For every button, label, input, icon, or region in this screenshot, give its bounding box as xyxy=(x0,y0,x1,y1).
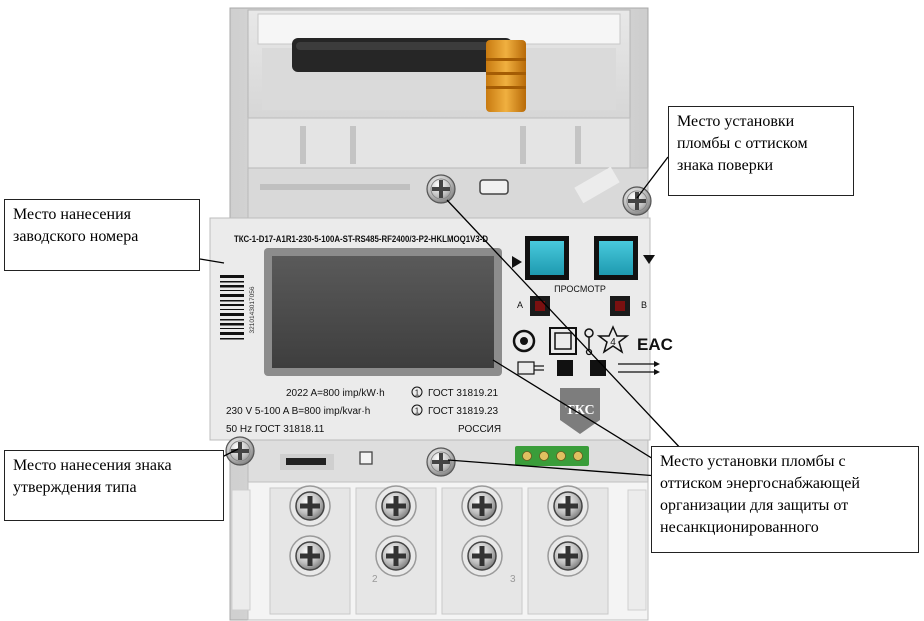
callout-factory-number-line-1: Место нанесения xyxy=(13,206,132,223)
led-a-label: A xyxy=(517,300,523,310)
spec-line-3-right: РОССИЯ xyxy=(458,424,501,435)
star-mark: 4 xyxy=(610,337,616,348)
rs485-terminal xyxy=(515,446,589,466)
class-mark-1: 1 xyxy=(415,389,420,398)
terminal-3-label: 3 xyxy=(510,574,516,585)
leader-supplier-seal-1 xyxy=(446,199,685,453)
port-2 xyxy=(590,360,606,376)
callout-supplier-seal-line-1: Место установки пломбы с xyxy=(660,453,846,470)
serial-small-text: 3210143017056 xyxy=(249,286,256,333)
callout-type-approval-line-1: Место нанесения знака xyxy=(13,457,172,474)
brand-logo xyxy=(560,388,600,434)
callout-supplier-seal: Место установки пломбы с оттиском энерго… xyxy=(651,446,919,553)
callout-type-approval-line-2: утверждения типа xyxy=(13,479,137,496)
callout-factory-number-line-2: заводского номера xyxy=(13,228,139,245)
leader-factory-number xyxy=(199,258,225,264)
callout-verification-seal: Место установки пломбы с оттиском знака … xyxy=(668,106,854,196)
port-1 xyxy=(557,360,573,376)
eac-mark: EAC xyxy=(637,335,673,354)
spec-line-2: 230 V 5-100 A B=800 imp/kvar·h xyxy=(226,406,370,417)
spec-line-2-right: ГОСТ 31819.23 xyxy=(428,406,499,417)
callout-verification-seal-line-1: Место установки xyxy=(677,113,795,130)
callout-verification-seal-line-3: знака поверки xyxy=(677,157,774,174)
callout-verification-seal-line-2: пломбы с оттиском xyxy=(677,135,808,152)
spec-line-1: 2022 A=800 imp/kW·h xyxy=(286,388,385,399)
leader-supplier-seal-2 xyxy=(447,459,685,479)
callout-factory-number: Место нанесения заводского номера xyxy=(4,199,200,271)
callout-supplier-seal-line-2: оттиском энергоснабжающей xyxy=(660,475,860,492)
spec-line-3: 50 Hz ГОСТ 31818.11 xyxy=(226,424,325,435)
callout-type-approval: Место нанесения знака утверждения типа xyxy=(4,450,224,521)
led-b-label: B xyxy=(641,300,647,310)
callout-supplier-seal-line-3: организации для защиты от xyxy=(660,497,849,514)
callout-supplier-seal-line-4: несанкционированного xyxy=(660,519,819,536)
leader-verification-seal xyxy=(636,156,669,199)
model-code-text: ТКС-1-D17-A1R1-230-5-100A-ST-RS485-RF240… xyxy=(234,234,488,245)
brand-text: ТКС xyxy=(565,403,594,418)
spec-line-1-right: ГОСТ 31819.21 xyxy=(428,388,499,399)
terminal-2-label: 2 xyxy=(372,574,378,585)
view-label: ПРОСМОТР xyxy=(554,284,606,294)
class-mark-2: 1 xyxy=(415,407,420,416)
